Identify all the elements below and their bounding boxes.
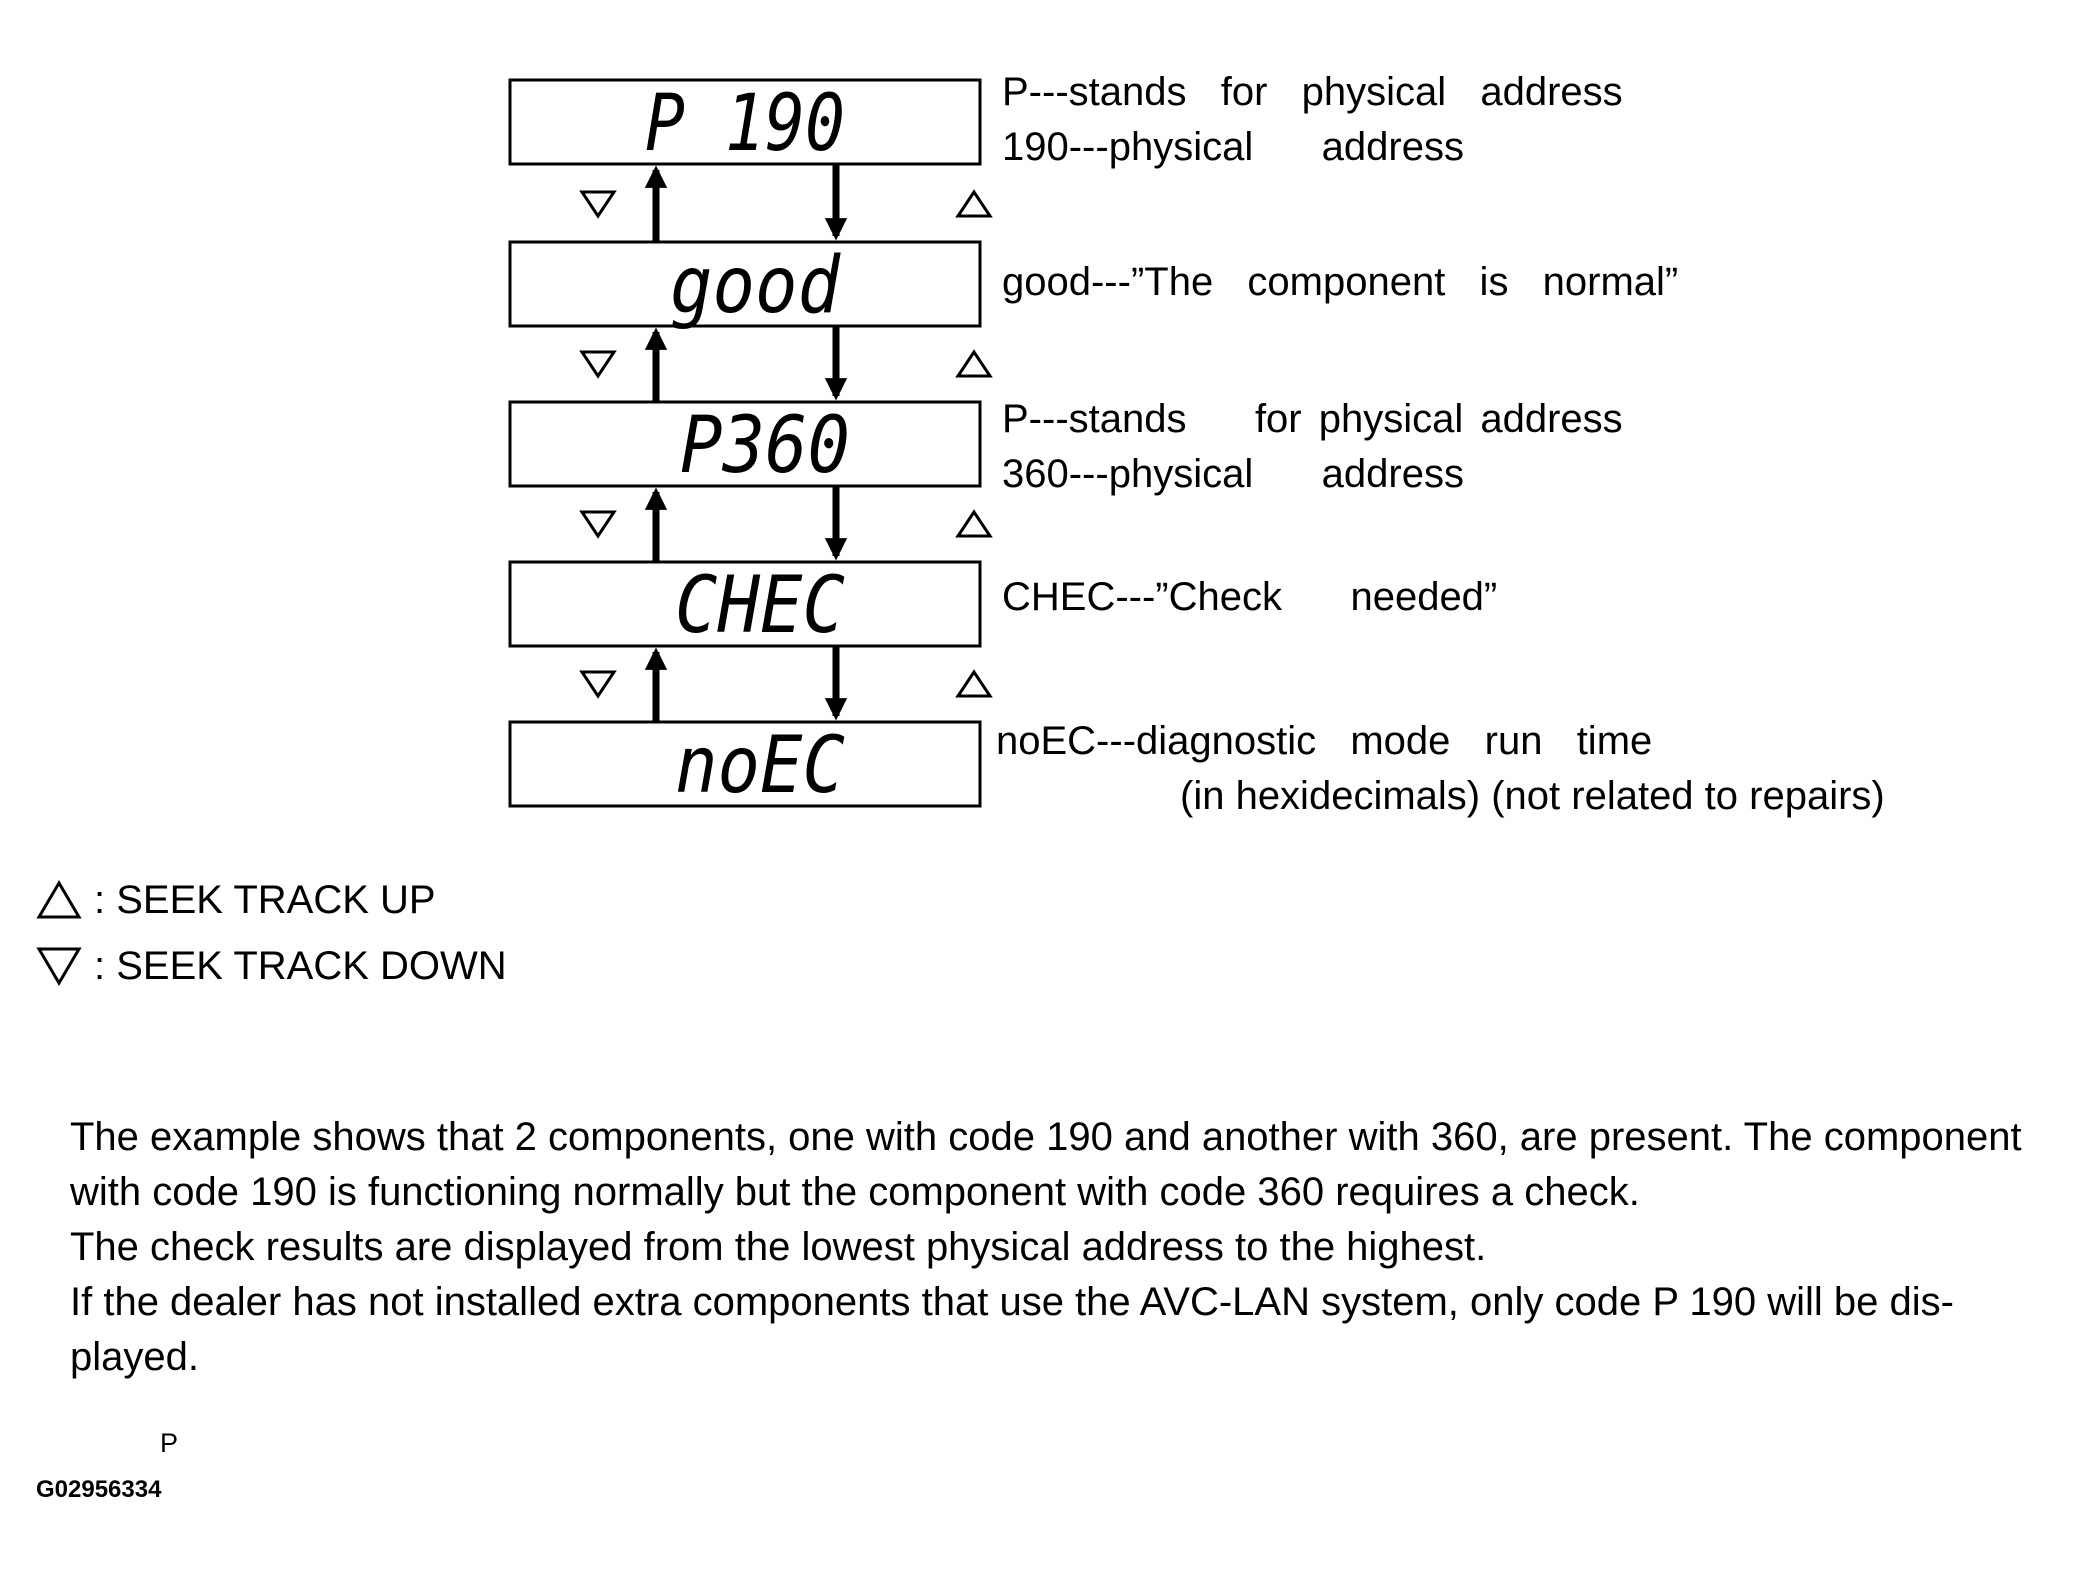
connector-4	[579, 646, 993, 722]
seek-up-triangle-icon	[955, 349, 993, 378]
legend-seek-up: : SEEK TRACK UP	[36, 872, 436, 928]
desc-chec-line1: CHEC---”Check needed”	[1002, 575, 1498, 619]
display-text-chec: CHEC	[675, 561, 845, 651]
display-box-chec: CHEC	[508, 560, 982, 651]
seek-up-triangle-icon	[955, 189, 993, 218]
seek-down-triangle-icon	[579, 190, 617, 219]
display-box-good: good	[508, 240, 982, 331]
explanation-paragraph-3: If the dealer has not installed extra co…	[70, 1280, 1954, 1379]
legend-seek-up-label: : SEEK TRACK UP	[94, 877, 436, 922]
explanation-text: The example shows that 2 components, one…	[70, 1110, 2060, 1385]
desc-noec-line1: noEC---diagnostic mode run time	[996, 719, 1653, 763]
seek-down-triangle-icon	[579, 350, 617, 379]
legend-seek-down: : SEEK TRACK DOWN	[36, 938, 507, 994]
desc-noec-line2: (in hexidecimals) (not related to repair…	[1180, 774, 1885, 818]
desc-p360-line2: 360---physical address	[1002, 452, 1464, 496]
seek-down-triangle-icon	[579, 670, 617, 699]
connector-2	[579, 326, 993, 402]
desc-good-line1: good---”The component is normal”	[1002, 260, 1679, 304]
legend-seek-down-label: : SEEK TRACK DOWN	[94, 943, 507, 988]
figure-code: G02956334	[36, 1476, 162, 1503]
explanation-paragraph-1: The example shows that 2 components, one…	[70, 1115, 2022, 1214]
display-text-p360: P360	[680, 401, 850, 491]
footer-letter: P	[160, 1428, 179, 1458]
connector-1	[579, 164, 993, 242]
connector-3	[579, 486, 993, 562]
seek-up-triangle-icon	[955, 509, 993, 538]
display-box-noec: noEC	[508, 720, 982, 811]
desc-p190-line2: 190---physical address	[1002, 125, 1464, 169]
seek-up-triangle-icon	[955, 669, 993, 698]
triangle-down-icon	[36, 947, 82, 986]
display-box-p360: P360	[508, 400, 982, 491]
display-text-noec: noEC	[675, 721, 845, 811]
desc-p190-line1: P---stands for physical address	[1002, 70, 1623, 114]
seek-down-triangle-icon	[579, 510, 617, 539]
display-text-good: good	[670, 241, 841, 331]
desc-p360-line1: P---stands for physical address	[1002, 397, 1623, 441]
triangle-up-icon	[36, 880, 82, 919]
display-box-p190: P 190	[508, 78, 982, 169]
explanation-paragraph-2: The check results are displayed from the…	[70, 1225, 1487, 1269]
display-text-p190: P 190	[645, 79, 845, 169]
